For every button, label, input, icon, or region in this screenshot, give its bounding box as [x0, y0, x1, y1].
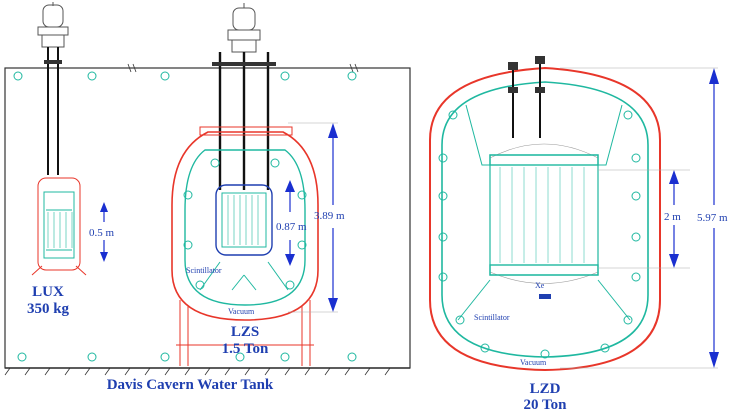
lzd-name-label: LZD: [530, 381, 561, 397]
lzs-outer-vessel: [171, 131, 319, 321]
water-tank: [4, 63, 411, 376]
lzs-inner-dimension-label: 0.87 m: [276, 221, 307, 233]
tank-caption: Davis Cavern Water Tank: [107, 377, 274, 393]
lzs-scintillator-label: Scintillator: [186, 266, 222, 275]
lzs-mass-label: 1.5 Ton: [222, 341, 269, 357]
lzd-outer-dimension-label: 5.97 m: [697, 212, 728, 224]
lzs-vacuum-label: Vacuum: [228, 307, 255, 316]
tank-pmt-array: [13, 71, 357, 362]
lzd-outer-vessel: [429, 66, 661, 372]
lux-dimension-label: 0.5 m: [89, 227, 115, 239]
lzs-outer-dimension-label: 3.89 m: [314, 210, 345, 222]
ground-hatching: [4, 367, 391, 376]
lux-name-label: LUX: [32, 284, 64, 300]
lzd-xe-label: Xe: [535, 281, 545, 290]
lux-detector: 0.5 m: [31, 2, 115, 276]
lzs-name-label: LZS: [231, 324, 259, 340]
lux-mass-label: 350 kg: [27, 301, 70, 317]
lzd-scintillator-label: Scintillator: [474, 313, 510, 322]
lzd-inner-dimension-label: 2 m: [664, 211, 681, 223]
lzd-mass-label: 20 Ton: [524, 397, 568, 413]
lzd-vacuum-label: Vacuum: [520, 358, 547, 367]
lzs-detector: 0.87 m 3.89 m Scintillator Vacuum: [171, 3, 345, 366]
lzd-detector: 2 m 5.97 m Xe Scintillator Vacuum: [429, 56, 728, 372]
lzd-scintillator-vessel: [441, 81, 649, 358]
lzs-scintillator-vessel: [184, 149, 306, 306]
